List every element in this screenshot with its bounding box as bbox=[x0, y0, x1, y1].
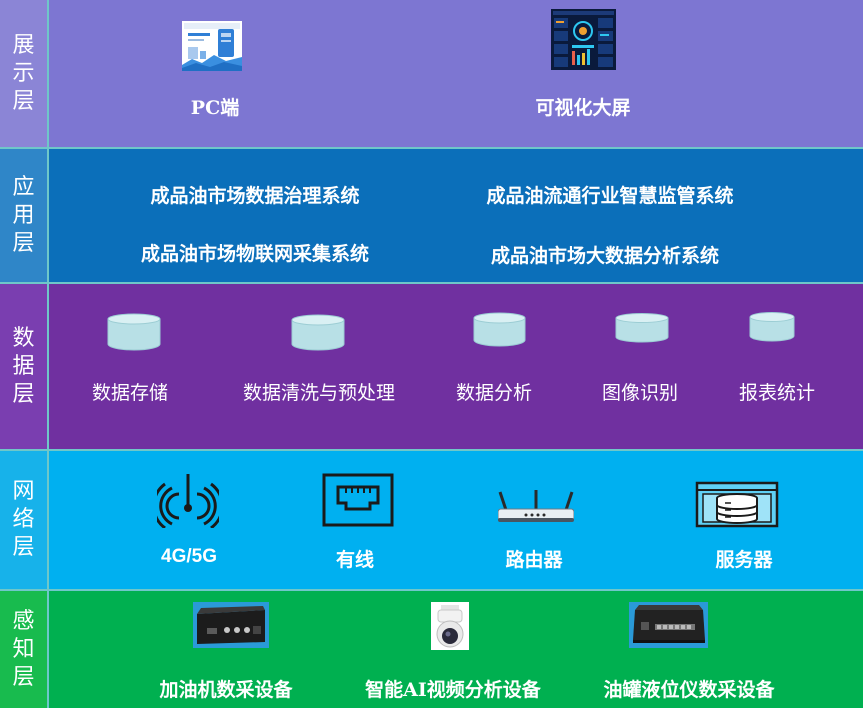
application-system-label: 成品油市场大数据分析系统 bbox=[490, 245, 720, 267]
database-icon bbox=[291, 314, 345, 351]
data-layer-title: 数据层 bbox=[12, 325, 35, 407]
perception-layer: 感知层 bbox=[0, 591, 863, 708]
database-icon bbox=[615, 313, 669, 343]
data-function-label: 图像识别 bbox=[601, 382, 679, 404]
network-layer-side: 网络层 bbox=[0, 451, 47, 589]
data-layer: 数据层 数据存储 数据清洗与预处理 数据分析 图像识别 报表统计 bbox=[0, 284, 863, 449]
data-layer-side: 数据层 bbox=[0, 284, 47, 449]
perception-layer-side: 感知层 bbox=[0, 591, 47, 708]
level-gauge-device-icon bbox=[629, 602, 708, 648]
application-layer-side: 应用层 bbox=[0, 149, 47, 282]
display-item-label: 可视化大屏 bbox=[535, 97, 631, 119]
perception-device-label: 油罐液位仪数采设备 bbox=[603, 679, 775, 701]
data-collector-device-icon bbox=[193, 602, 269, 648]
application-layer-title: 应用层 bbox=[12, 174, 35, 256]
data-layer-panel: 数据存储 数据清洗与预处理 数据分析 图像识别 报表统计 bbox=[49, 284, 863, 449]
layer-divider bbox=[0, 282, 863, 284]
database-icon bbox=[473, 312, 526, 347]
network-layer: 网络层 bbox=[0, 451, 863, 589]
layer-divider bbox=[0, 589, 863, 591]
column-divider bbox=[47, 0, 49, 708]
wireless-signal-icon bbox=[157, 474, 219, 528]
application-system-label: 成品油市场数据治理系统 bbox=[150, 185, 360, 207]
layer-divider bbox=[0, 449, 863, 451]
network-item-label: 服务器 bbox=[715, 549, 773, 571]
display-layer: 展示层 PC端 bbox=[0, 0, 863, 147]
database-icon bbox=[749, 312, 795, 342]
data-function-label: 数据存储 bbox=[91, 382, 169, 404]
data-function-label: 数据清洗与预处理 bbox=[242, 382, 396, 404]
network-layer-panel: 4G/5G 有线 路由器 服务器 bbox=[49, 451, 863, 589]
perception-layer-panel: 加油机数采设备 智能AI视频分析设备 油罐液位仪数采设备 bbox=[49, 591, 863, 708]
perception-layer-title: 感知层 bbox=[12, 608, 35, 690]
server-icon bbox=[695, 481, 779, 528]
display-item-label: PC端 bbox=[190, 97, 240, 119]
data-function-label: 数据分析 bbox=[455, 382, 533, 404]
data-function-label: 报表统计 bbox=[738, 382, 816, 404]
application-system-label: 成品油流通行业智慧监管系统 bbox=[486, 185, 734, 207]
router-icon bbox=[498, 490, 574, 522]
display-layer-panel: PC端 bbox=[49, 0, 863, 147]
layer-divider bbox=[0, 147, 863, 149]
network-item-label: 4G/5G bbox=[161, 546, 217, 567]
dashboard-screen-icon bbox=[551, 9, 616, 70]
display-layer-side: 展示层 bbox=[0, 0, 47, 147]
application-layer: 应用层 成品油市场数据治理系统 成品油流通行业智慧监管系统 成品油市场物联网采集… bbox=[0, 149, 863, 282]
pc-screenshot-icon bbox=[182, 21, 242, 71]
perception-device-label: 加油机数采设备 bbox=[159, 679, 293, 701]
perception-device-label: 智能AI视频分析设备 bbox=[365, 679, 541, 701]
dome-camera-icon bbox=[431, 602, 469, 650]
network-item-label: 路由器 bbox=[505, 549, 563, 571]
network-layer-title: 网络层 bbox=[12, 479, 35, 560]
network-item-label: 有线 bbox=[335, 549, 375, 571]
display-layer-title: 展示层 bbox=[12, 32, 35, 114]
application-layer-panel: 成品油市场数据治理系统 成品油流通行业智慧监管系统 成品油市场物联网采集系统 成… bbox=[49, 149, 863, 282]
application-system-label: 成品油市场物联网采集系统 bbox=[140, 243, 370, 265]
database-icon bbox=[107, 313, 161, 351]
ethernet-port-icon bbox=[322, 473, 394, 527]
